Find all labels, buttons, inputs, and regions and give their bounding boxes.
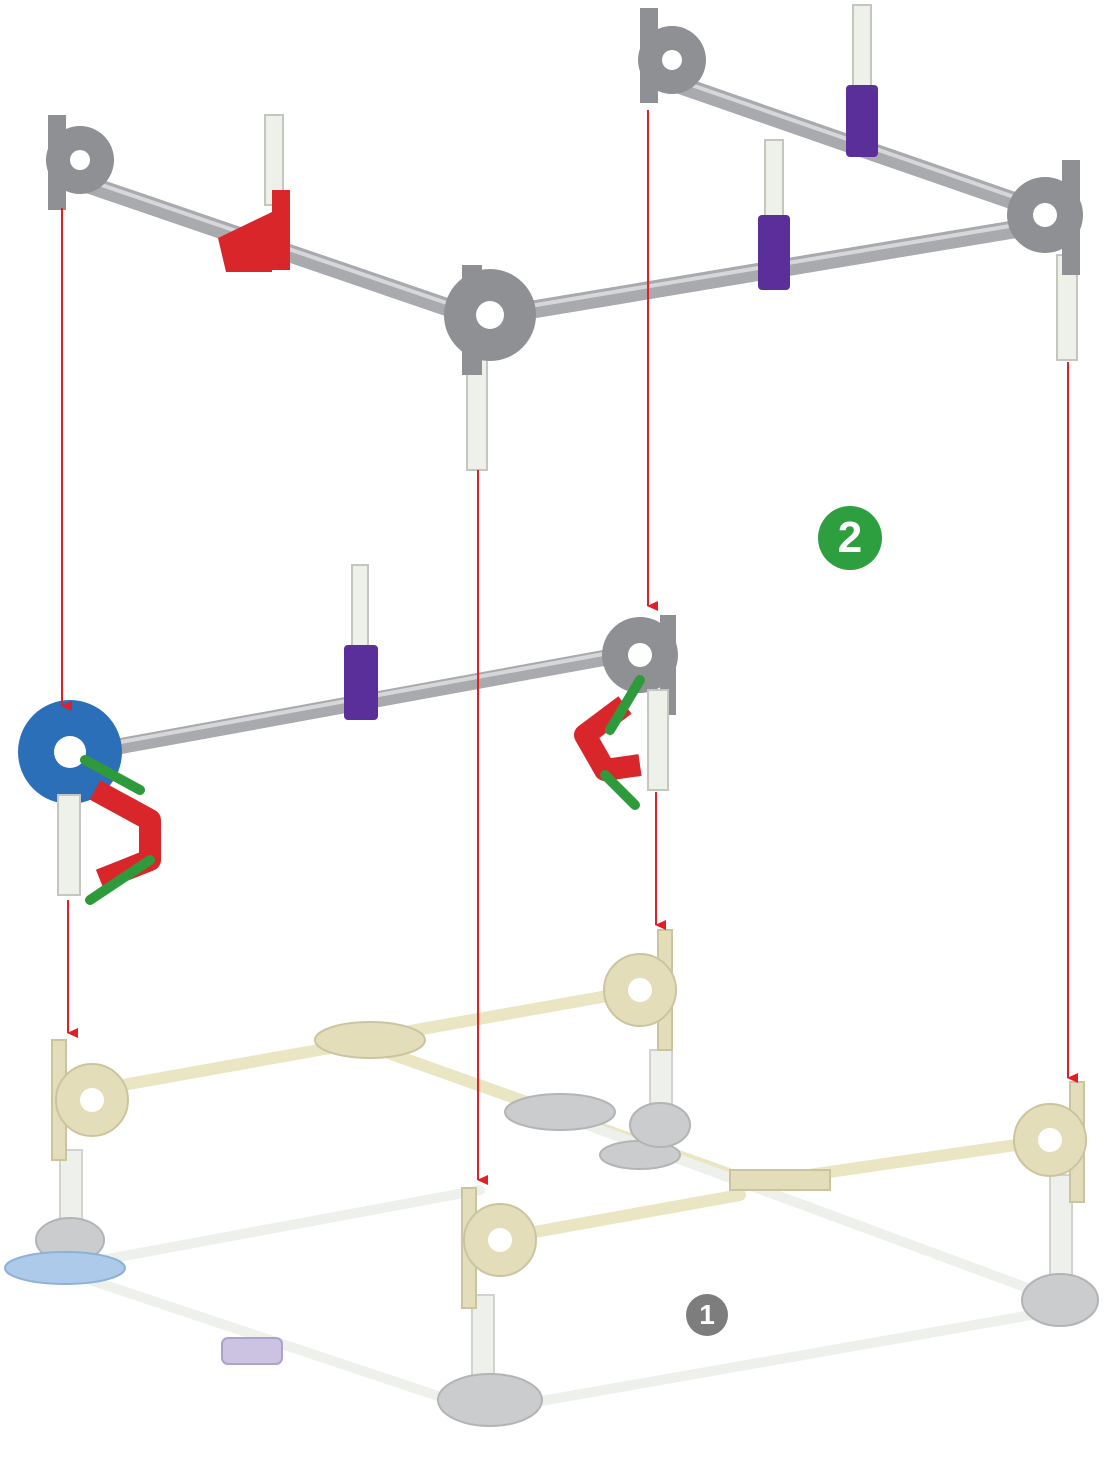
ghost-connector (604, 930, 676, 1050)
ghost-connector (52, 1040, 128, 1160)
ghost-connector (315, 1022, 425, 1058)
assembly-arrows (62, 110, 1068, 1180)
top-frame (46, 5, 1083, 470)
purple-clip (846, 85, 878, 157)
step-2-badge: 2 (818, 506, 882, 570)
ghost-connector (462, 1188, 536, 1308)
middle-subassembly (18, 565, 678, 900)
grey-connector (444, 265, 536, 375)
ghost-connector (730, 1170, 830, 1190)
purple-clip (758, 215, 790, 290)
step-1-badge: 1 (686, 1294, 728, 1336)
grey-connector (1007, 160, 1083, 275)
ghost-connector-blue (5, 1252, 125, 1284)
ghost-clip-purple (222, 1338, 282, 1364)
base-structure (5, 930, 1098, 1426)
red-bend-connector (585, 680, 640, 805)
